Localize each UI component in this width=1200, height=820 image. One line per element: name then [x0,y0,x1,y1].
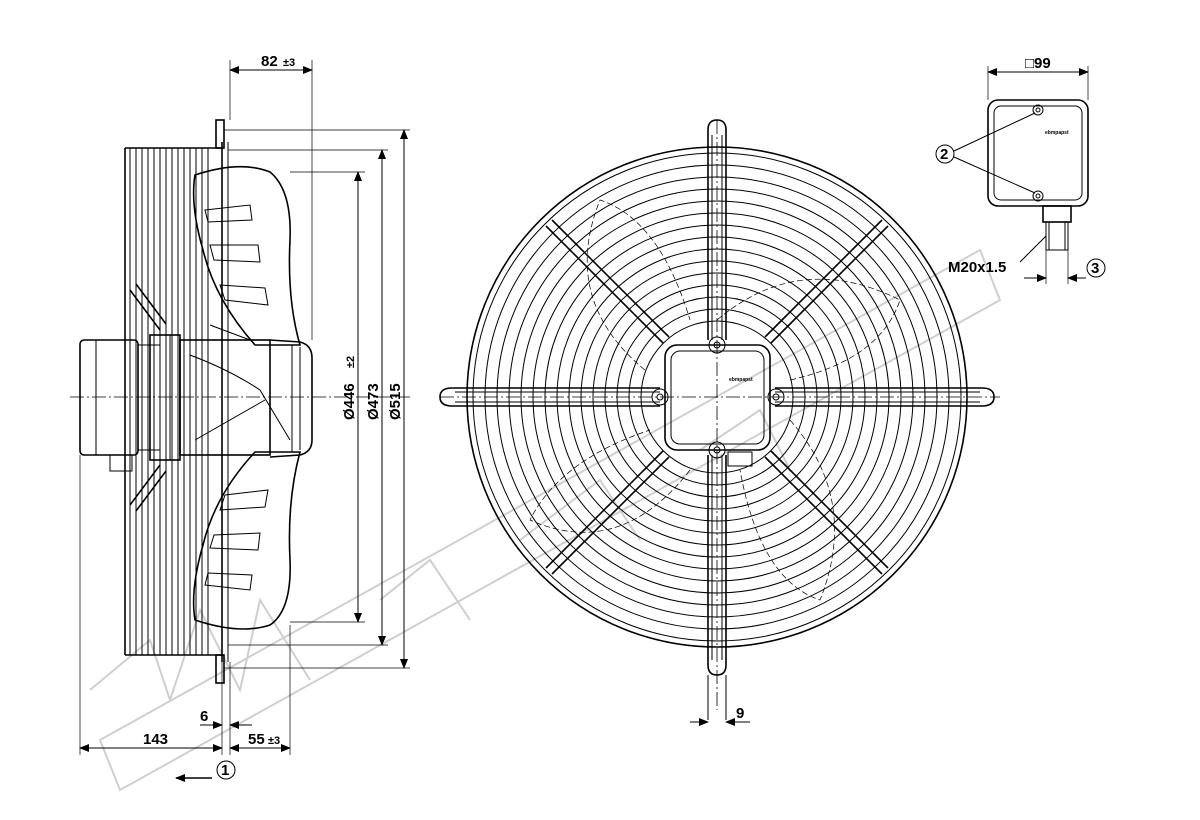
dim-dia-inner: Ø446 [341,383,358,420]
dim-cable-gland: M20x1.5 [948,259,1006,276]
dim-flange: 6 [200,708,208,725]
front-dimensions: 9 [690,705,750,726]
callout-screws: 2 [940,146,948,163]
watermark [89,248,1002,792]
dim-depth-total: 143 [143,731,168,748]
dim-dia-outer: Ø515 [387,383,404,420]
dim-box-size: □99 [1025,55,1051,72]
callout-gland: 3 [1091,260,1099,277]
dim-dia-inner-tol: ±2 [345,356,357,368]
front-view: ebmpapst [439,119,1000,720]
dim-slot-width: 9 [736,705,744,722]
dim-depth-front-tol: ±3 [268,735,280,747]
callout-airflow: 1 [221,762,229,779]
brand-label-front: ebmpapst [729,377,753,383]
side-dimensions: 82 ±3 Ø446 ±2 Ø473 Ø515 143 6 55 ±3 1 [79,53,410,782]
dim-depth-front: 55 [248,731,265,748]
brand-label-box: ebmpapst [1045,130,1069,136]
dim-top-width: 82 [261,53,278,70]
dim-top-width-tol: ±3 [283,57,295,69]
side-view [70,119,410,684]
dim-dia-mid: Ø473 [365,383,382,420]
terminal-box-detail: ebmpapst □99 2 M20x1.5 3 [935,55,1106,284]
